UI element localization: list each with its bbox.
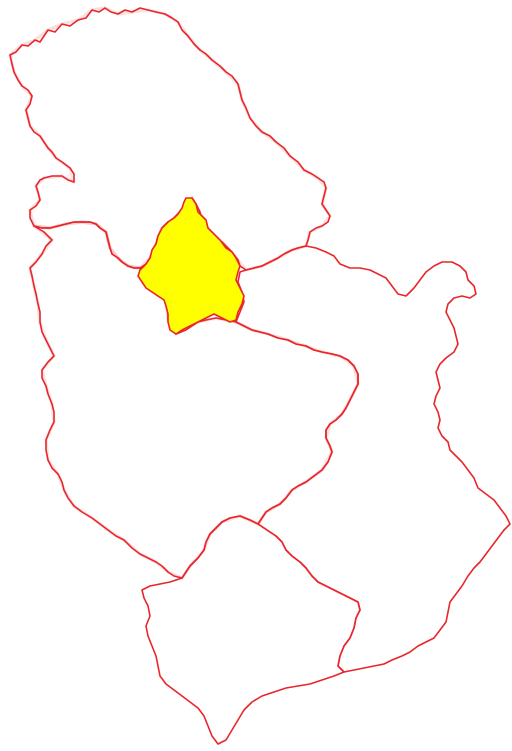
region-southern-eastern[interactable]	[235, 245, 511, 673]
region-borders	[9, 7, 511, 745]
region-kosovo-metohija[interactable]	[141, 515, 361, 745]
region-belgrade-highlighted[interactable]	[137, 197, 245, 335]
region-vojvodina[interactable]	[9, 7, 331, 271]
highlight-group	[137, 197, 245, 335]
